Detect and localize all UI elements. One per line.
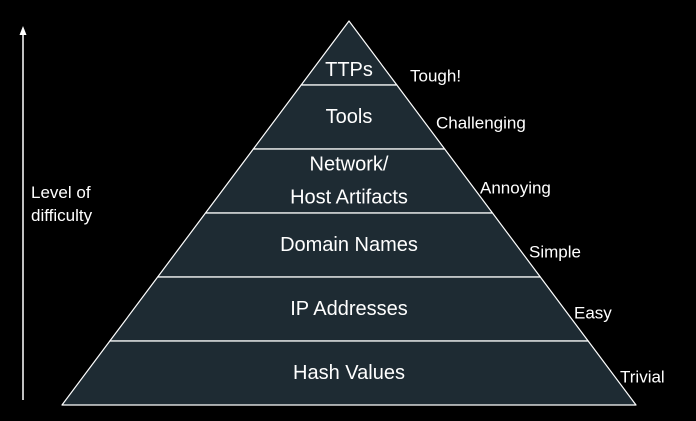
difficulty-label: Easy bbox=[574, 304, 612, 323]
difficulty-arrow bbox=[19, 26, 27, 400]
difficulty-label: Challenging bbox=[436, 114, 526, 133]
tier-label: IP Addresses bbox=[290, 298, 407, 320]
tier-label: Network/ bbox=[310, 154, 389, 176]
difficulty-label: Trivial bbox=[620, 368, 665, 387]
axis-label: Level of difficulty bbox=[31, 181, 92, 227]
axis-label-line2: difficulty bbox=[31, 206, 93, 225]
axis-label-line1: Level of bbox=[31, 183, 91, 202]
tier-label: Hash Values bbox=[293, 362, 405, 384]
difficulty-labels: Tough! ChallengingAnnoyingSimpleEasyTrivi… bbox=[410, 67, 665, 387]
tier-label: Host Artifacts bbox=[290, 187, 408, 209]
tier-label: Tools bbox=[326, 106, 373, 128]
arrow-head-icon bbox=[19, 26, 27, 35]
difficulty-label: Tough! bbox=[410, 67, 461, 86]
tier-label: Domain Names bbox=[280, 234, 418, 256]
pyramid-tier bbox=[61, 340, 637, 406]
tier-label: TTPs bbox=[325, 59, 373, 81]
difficulty-label: Annoying bbox=[480, 179, 551, 198]
difficulty-label: Simple bbox=[529, 243, 581, 262]
